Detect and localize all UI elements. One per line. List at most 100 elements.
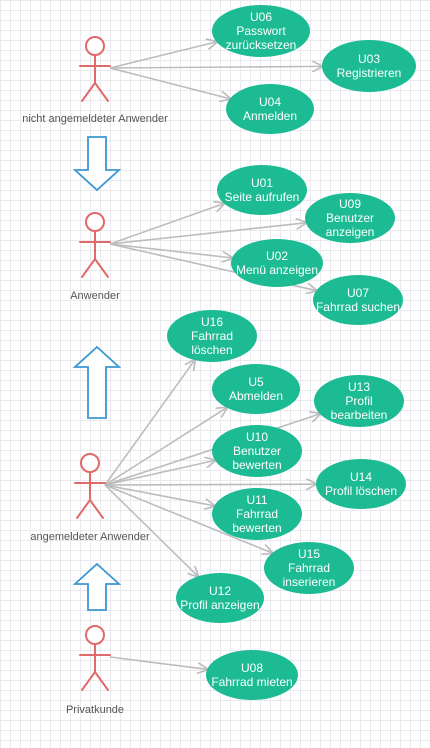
association-guest-U06 (109, 42, 217, 69)
actor-label-member: angemeldeter Anwender (30, 531, 150, 543)
use-case-title: bewerten (232, 521, 281, 535)
actor-left-leg (81, 258, 96, 278)
use-case-id: U07 (347, 286, 369, 300)
use-case-id: U03 (358, 52, 380, 66)
actor-customer: Privatkunde (66, 625, 124, 716)
use-case-ellipse (212, 488, 302, 540)
use-case-ellipse (264, 542, 354, 594)
generalization-arrow-customer-to-member (72, 562, 122, 611)
use-case-ellipse (206, 650, 298, 700)
actor-head (85, 625, 105, 645)
association-member-U12 (104, 484, 198, 576)
use-case-title: Profil (345, 394, 372, 408)
use-case-ellipse (212, 364, 300, 414)
association-member-U16 (104, 360, 195, 486)
use-case-title: Menü anzeigen (236, 263, 318, 277)
generalization-layer (72, 136, 122, 611)
generalization-arrow-guest-to-user (72, 136, 122, 192)
association-member-U10 (104, 460, 215, 486)
actor-guest: nicht angemeldeter Anwender (22, 36, 168, 125)
use-case-title: Registrieren (337, 66, 402, 80)
use-case-id: U09 (339, 197, 361, 211)
actor-right-leg (94, 671, 109, 691)
association-guest-U04 (109, 67, 230, 99)
use-case-id: U16 (201, 315, 223, 329)
use-case-ellipse (316, 459, 406, 509)
actor-left-leg (81, 671, 96, 691)
use-case-layer: U06PasswortzurücksetzenU03RegistrierenU0… (167, 5, 416, 700)
use-case-id: U11 (246, 493, 267, 507)
use-case-title: Fahrrad mieten (211, 675, 292, 689)
actor-left-leg (76, 499, 91, 519)
use-case-ellipse (212, 5, 310, 57)
actor-right-leg (89, 499, 104, 519)
use-case-ellipse (314, 375, 404, 427)
use-case-title: inserieren (283, 575, 336, 589)
use-case-id: U02 (266, 249, 288, 263)
actor-user: Anwender (70, 212, 120, 302)
use-case-title: zurücksetzen (226, 38, 297, 52)
association-member-U15 (104, 484, 272, 553)
use-case-ellipse (313, 275, 403, 325)
use-case-title: Profil löschen (325, 484, 397, 498)
use-case-ellipse (305, 193, 395, 243)
association-user-U09 (109, 223, 306, 245)
actor-head (80, 453, 100, 473)
use-case-ellipse (322, 40, 416, 92)
association-user-U01 (109, 203, 224, 245)
use-case-id: U15 (298, 547, 320, 561)
use-case-ellipse (176, 573, 264, 623)
association-guest-U03 (109, 66, 322, 68)
use-case-title: bewerten (232, 458, 281, 472)
use-case-id: U04 (259, 95, 281, 109)
association-member-U14 (104, 484, 316, 485)
use-case-ellipse (226, 84, 314, 134)
actor-right-leg (94, 258, 109, 278)
use-case-title: Seite aufrufen (225, 190, 300, 204)
use-case-title: Fahrrad (236, 507, 278, 521)
use-case-title: Fahrrad suchen (316, 300, 400, 314)
use-case-title: anzeigen (326, 225, 375, 239)
use-case-title: löschen (191, 343, 232, 357)
use-case-title: Passwort (236, 24, 286, 38)
actor-head (85, 212, 105, 232)
use-case-title: Benutzer (326, 211, 374, 225)
use-case-id: U12 (209, 584, 231, 598)
use-case-ellipse (217, 165, 307, 215)
use-case-title: Fahrrad (288, 561, 330, 575)
actor-label-customer: Privatkunde (66, 704, 124, 716)
use-case-title: Benutzer (233, 444, 281, 458)
use-case-title: bearbeiten (331, 408, 388, 422)
use-case-title: Profil anzeigen (180, 598, 259, 612)
generalization-arrow-member-to-user (72, 345, 122, 419)
association-member-U11 (104, 484, 214, 506)
association-user-U02 (109, 243, 232, 258)
actor-right-leg (94, 82, 109, 102)
association-customer-U08 (109, 656, 207, 669)
association-layer (104, 42, 322, 669)
actor-label-user: Anwender (70, 290, 120, 302)
association-member-U5 (104, 408, 227, 486)
actor-left-leg (81, 82, 96, 102)
actor-label-guest: nicht angemeldeter Anwender (22, 113, 168, 125)
use-case-id: U06 (250, 10, 272, 24)
use-case-title: Abmelden (229, 389, 283, 403)
use-case-id: U08 (241, 661, 263, 675)
